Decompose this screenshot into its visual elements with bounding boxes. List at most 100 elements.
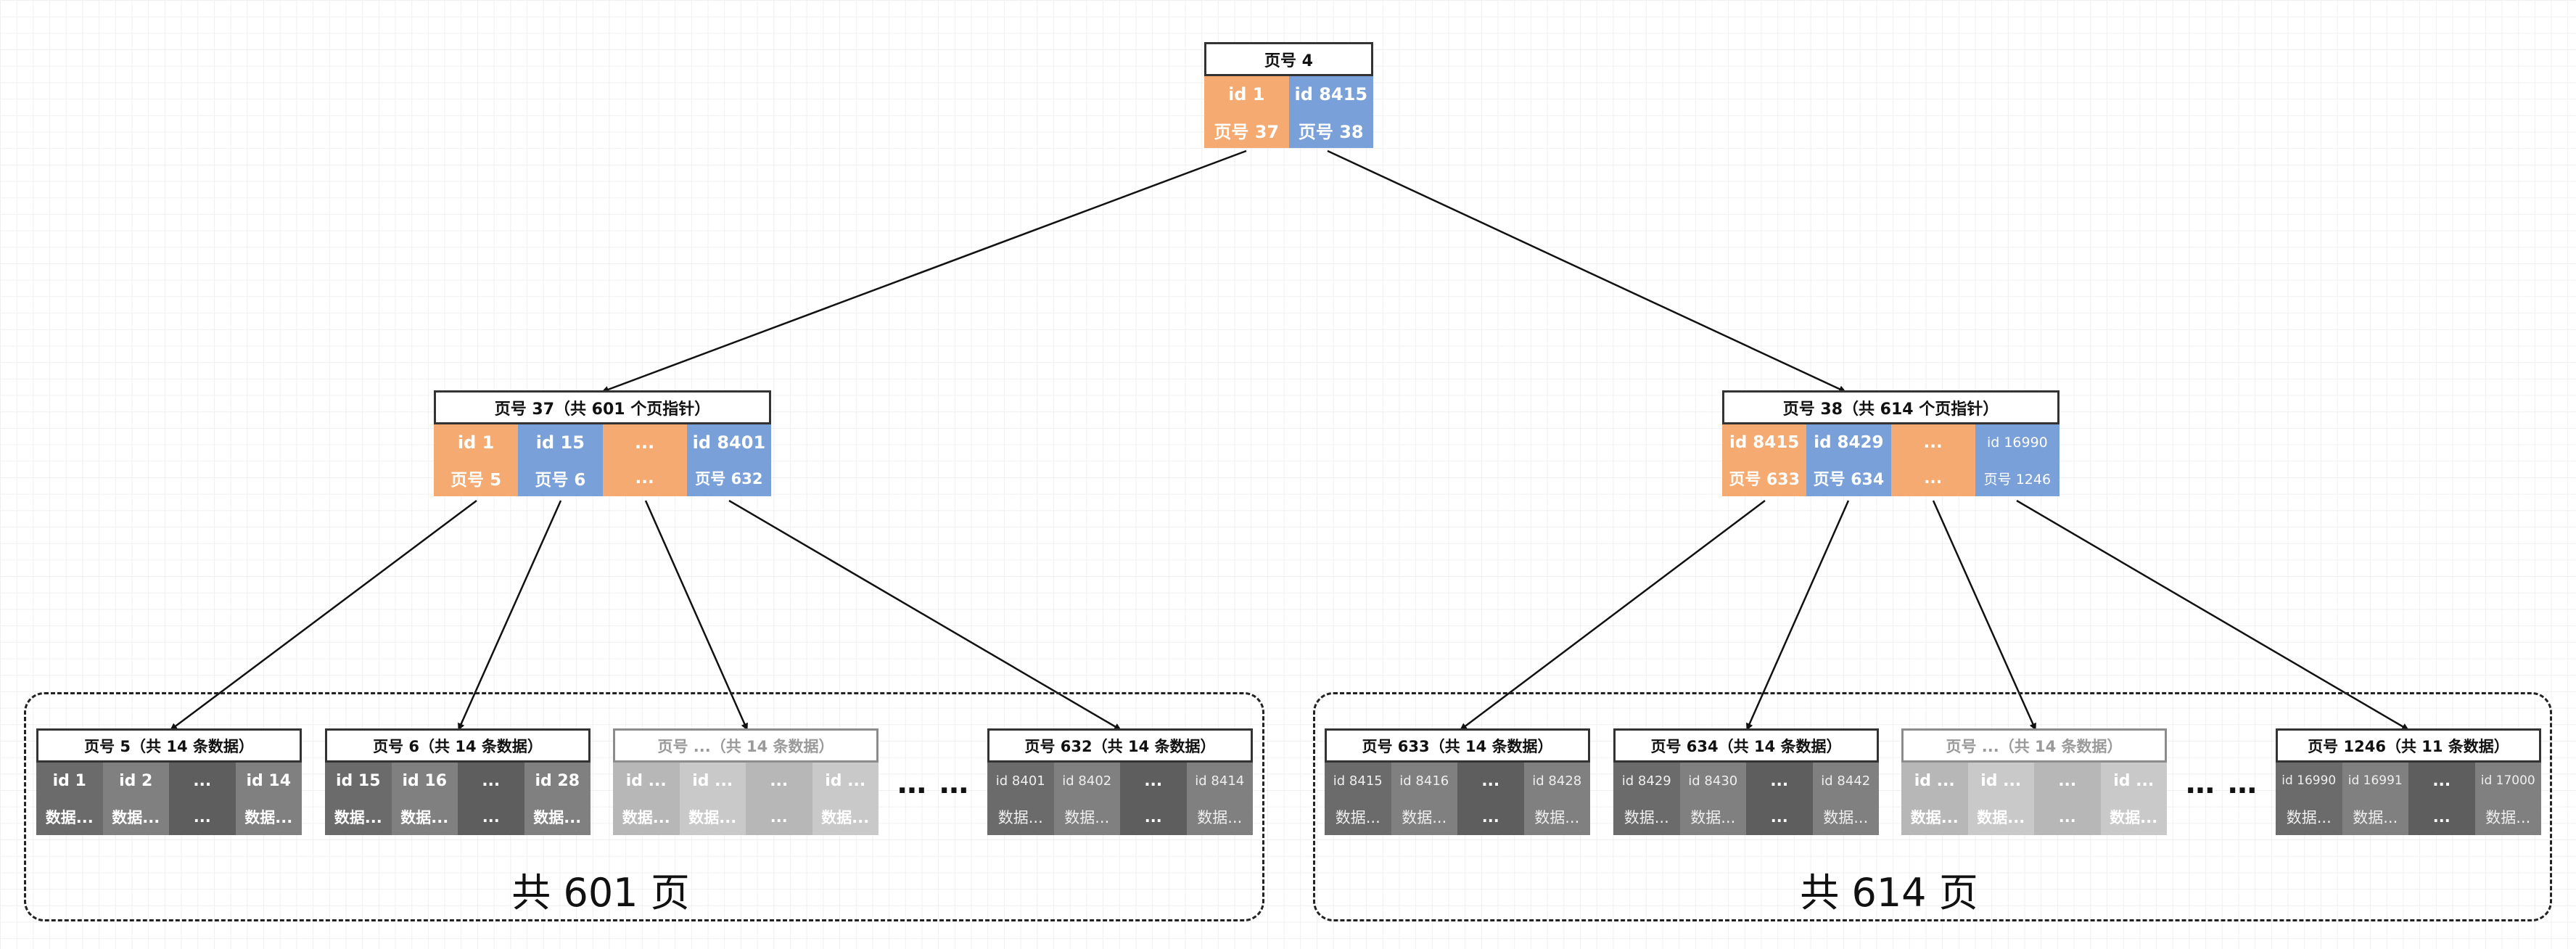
- leaf-record-data: ...: [1770, 808, 1788, 826]
- leaf-record-data: 数据...: [1910, 809, 1959, 826]
- internal-key-page: 页号 6: [535, 471, 586, 490]
- internal-key-id: id 16990: [1986, 434, 2048, 451]
- leaf-node-header: 页号 633（共 14 条数据）: [1325, 728, 1590, 763]
- internal-key-id: ...: [1923, 432, 1943, 452]
- leaf-record-cell: ......: [1457, 763, 1524, 835]
- leaf-record-cell: id 8402 数据...: [1053, 763, 1120, 835]
- edge-root-to-page38: [1327, 149, 1846, 393]
- leaf-node-header: 页号 634（共 14 条数据）: [1613, 728, 1879, 763]
- leaf-record-id: id 2: [119, 771, 153, 790]
- leaf-record-id: id ...: [625, 771, 667, 790]
- internal-key-cell: ......: [1890, 424, 1975, 496]
- leaf-record-data: ...: [193, 808, 211, 826]
- leaf-record-data: ...: [2058, 808, 2076, 826]
- internal-key-id: id 8401: [692, 432, 766, 453]
- root-key-cell: id 1 页号 37: [1204, 76, 1289, 148]
- leaf-record-id: ...: [1770, 771, 1789, 790]
- edge-page38-to-page1246: [2016, 499, 2409, 731]
- leaf-record-id: id 8402: [1062, 773, 1112, 789]
- internal-key-cell: id 8415 页号 633: [1722, 424, 1807, 496]
- leaf-record-id: ...: [193, 771, 212, 790]
- leaf-record-id: ...: [2058, 771, 2077, 790]
- internal-key-page: 页号 633: [1729, 471, 1800, 490]
- leaf-record-id: ...: [770, 771, 789, 790]
- leaf-record-cell: ......: [2034, 763, 2101, 835]
- leaf-record-cell: id 8415 数据...: [1325, 763, 1391, 835]
- leaf-group-left: [24, 692, 1264, 921]
- leaf-record-id: id 8428: [1532, 773, 1582, 789]
- leaf-record-data: 数据...: [1064, 809, 1110, 826]
- edge-page38-to-page-mid: [1932, 500, 2037, 731]
- leaf-record-cell: ......: [746, 763, 812, 835]
- leaf-record-id: id 8415: [1333, 773, 1383, 789]
- leaf-record-id: id 15: [335, 771, 381, 790]
- leaf-record-data: ...: [1144, 808, 1162, 826]
- internal-key-id: id 8415: [1729, 432, 1800, 452]
- internal-key-page: 页号 634: [1813, 471, 1885, 490]
- leaf-record-cell: ......: [169, 763, 236, 835]
- leaf-node-header: 页号 5（共 14 条数据）: [36, 728, 302, 763]
- leaf-record-id: id ...: [692, 771, 733, 790]
- leaf-record-id: id 1: [52, 771, 86, 790]
- leaf-record-cell: ......: [458, 763, 524, 835]
- leaf-record-data: 数据...: [2286, 809, 2332, 826]
- leaf-record-data: 数据...: [2485, 809, 2531, 826]
- leaf-record-id: id 28: [535, 771, 580, 790]
- leaf-record-id: ...: [482, 771, 501, 790]
- internal-key-page: 页号 632: [695, 470, 763, 488]
- edge-root-to-page37: [601, 149, 1247, 393]
- leaf-record-id: ...: [1481, 771, 1500, 790]
- leaf-ellipsis-right: … …: [2186, 767, 2258, 800]
- leaf-record-id: id 16991: [2347, 773, 2403, 788]
- leaf-record-data: ...: [1481, 808, 1499, 826]
- leaf-group-right-label: 共 614 页: [1800, 870, 1978, 916]
- leaf-record-id: id ...: [825, 771, 866, 790]
- leaf-record-cell: id ...数据...: [1901, 763, 1968, 835]
- internal-key-cell: id 8401 页号 632: [686, 424, 771, 496]
- edge-page37-to-page5: [170, 499, 477, 731]
- leaf-group-right: [1313, 692, 2552, 921]
- leaf-group-left-label: 共 601 页: [511, 870, 690, 916]
- leaf-record-data: 数据...: [1335, 809, 1380, 826]
- leaf-record-id: id 14: [246, 771, 292, 790]
- internal-key-id: id 15: [535, 432, 585, 453]
- leaf-record-data: 数据...: [1624, 809, 1669, 826]
- leaf-record-data: 数据...: [1402, 809, 1447, 826]
- leaf-node-page-mid-right: 页号 ...（共 14 条数据） id ...数据... id ...数据...…: [1901, 728, 2167, 835]
- leaf-record-id: id 17000: [2480, 773, 2535, 788]
- leaf-record-cell: id 17000 数据...: [2474, 763, 2541, 835]
- leaf-record-data: 数据...: [400, 809, 449, 826]
- root-node: 页号 4 id 1 页号 37 id 8415 页号 38: [1204, 42, 1373, 148]
- leaf-record-cell: id 16 数据...: [391, 763, 458, 835]
- leaf-record-data: 数据...: [2110, 809, 2158, 826]
- leaf-node-header: 页号 ...（共 14 条数据）: [1901, 728, 2167, 763]
- leaf-record-id: id 16: [402, 771, 448, 790]
- leaf-record-data: 数据...: [244, 809, 293, 826]
- internal-key-page: 页号 1246: [1983, 471, 2052, 488]
- leaf-record-id: id 16990: [2281, 773, 2337, 788]
- leaf-record-data: 数据...: [622, 809, 670, 826]
- leaf-node-page-mid-left: 页号 ...（共 14 条数据） id ...数据... id ...数据...…: [613, 728, 878, 835]
- internal-key-cell: ......: [602, 424, 687, 496]
- leaf-node-header: 页号 632（共 14 条数据）: [987, 728, 1253, 763]
- leaf-record-cell: id 16990 数据...: [2276, 763, 2342, 835]
- leaf-record-cell: id ...数据...: [2100, 763, 2167, 835]
- leaf-record-data: ...: [770, 808, 788, 826]
- root-key-page: 页号 37: [1214, 121, 1280, 142]
